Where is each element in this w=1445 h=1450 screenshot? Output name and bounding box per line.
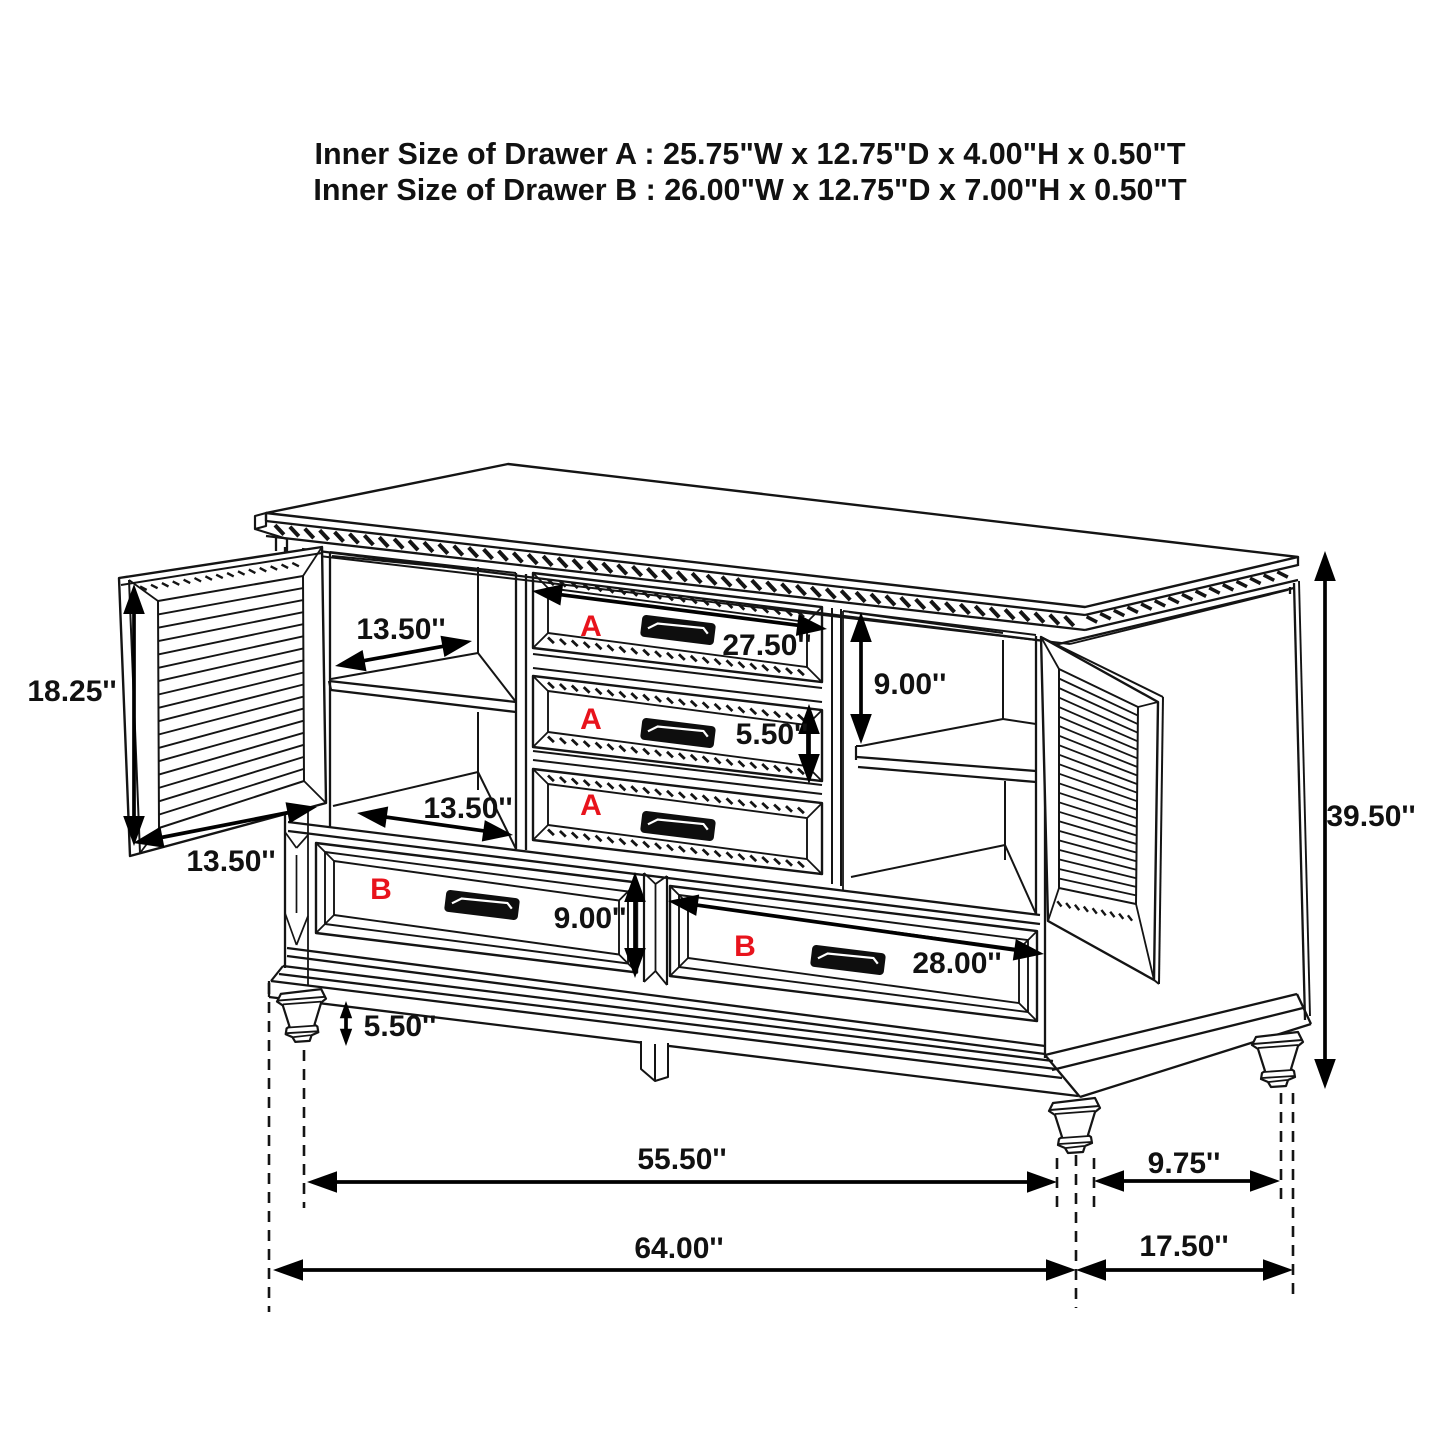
svg-text:5.50'': 5.50''	[364, 1010, 437, 1043]
svg-text:9.00'': 9.00''	[554, 902, 627, 935]
svg-text:18.25'': 18.25''	[27, 675, 116, 708]
svg-text:5.50'': 5.50''	[736, 718, 809, 751]
svg-text:13.50'': 13.50''	[423, 792, 512, 825]
svg-text:B: B	[734, 930, 756, 963]
svg-text:A: A	[580, 789, 602, 822]
svg-text:13.50'': 13.50''	[356, 613, 445, 646]
svg-text:A: A	[580, 703, 602, 736]
svg-text:B: B	[370, 873, 392, 906]
svg-text:17.50'': 17.50''	[1139, 1230, 1228, 1263]
svg-text:Inner Size of Drawer B : 26.00: Inner Size of Drawer B : 26.00"W x 12.75…	[313, 173, 1187, 207]
svg-text:27.50'': 27.50''	[722, 629, 811, 662]
svg-text:39.50'': 39.50''	[1326, 800, 1415, 833]
svg-text:55.50'': 55.50''	[637, 1143, 726, 1176]
svg-text:28.00'': 28.00''	[912, 947, 1001, 980]
svg-text:9.75'': 9.75''	[1148, 1147, 1221, 1180]
svg-text:64.00'': 64.00''	[634, 1232, 723, 1265]
svg-text:Inner Size of Drawer A : 25.75: Inner Size of Drawer A : 25.75"W x 12.75…	[315, 137, 1186, 171]
svg-text:13.50'': 13.50''	[186, 845, 275, 878]
svg-text:A: A	[580, 610, 602, 643]
svg-text:9.00'': 9.00''	[874, 668, 947, 701]
